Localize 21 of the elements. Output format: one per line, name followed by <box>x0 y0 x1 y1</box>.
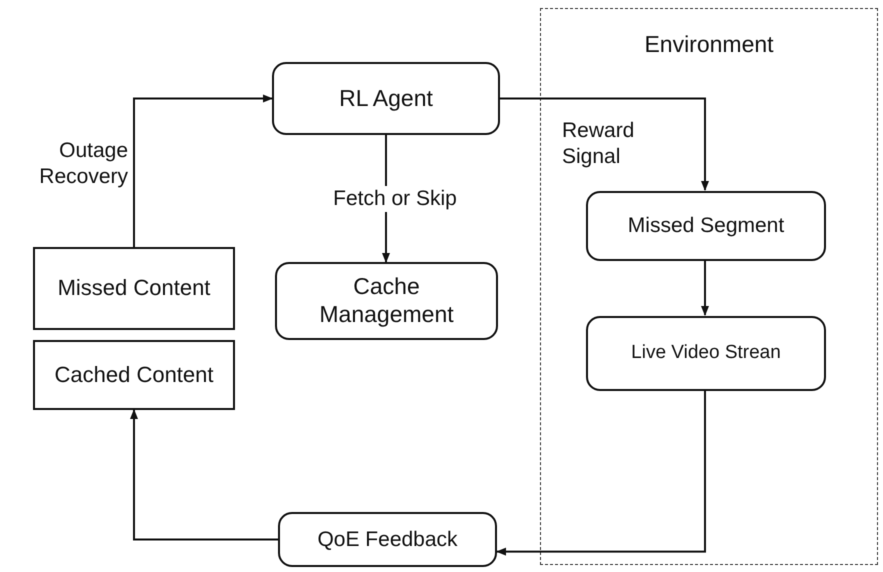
box-label: Missed Segment <box>626 213 786 239</box>
box-label: Cache Management <box>318 273 455 329</box>
process-box <box>33 340 235 410</box>
environment-region <box>540 8 878 565</box>
arrow <box>496 390 706 556</box>
box-label: Missed Content <box>56 275 212 302</box>
box-label: Live Video Strean <box>630 342 782 365</box>
region-title: Environment <box>644 30 774 59</box>
arrow <box>133 94 273 247</box>
process-box <box>278 512 497 567</box>
process-box <box>586 191 826 261</box>
box-label: QoE Feedback <box>316 526 459 552</box>
process-box <box>275 262 498 340</box>
arrow <box>130 409 278 540</box>
box-label: RL Agent <box>338 84 434 112</box>
arrow <box>701 260 709 316</box>
arrow <box>500 98 709 191</box>
box-label: Cached Content <box>54 362 214 388</box>
process-box <box>272 62 500 135</box>
process-box <box>33 247 235 330</box>
process-box <box>586 316 826 391</box>
